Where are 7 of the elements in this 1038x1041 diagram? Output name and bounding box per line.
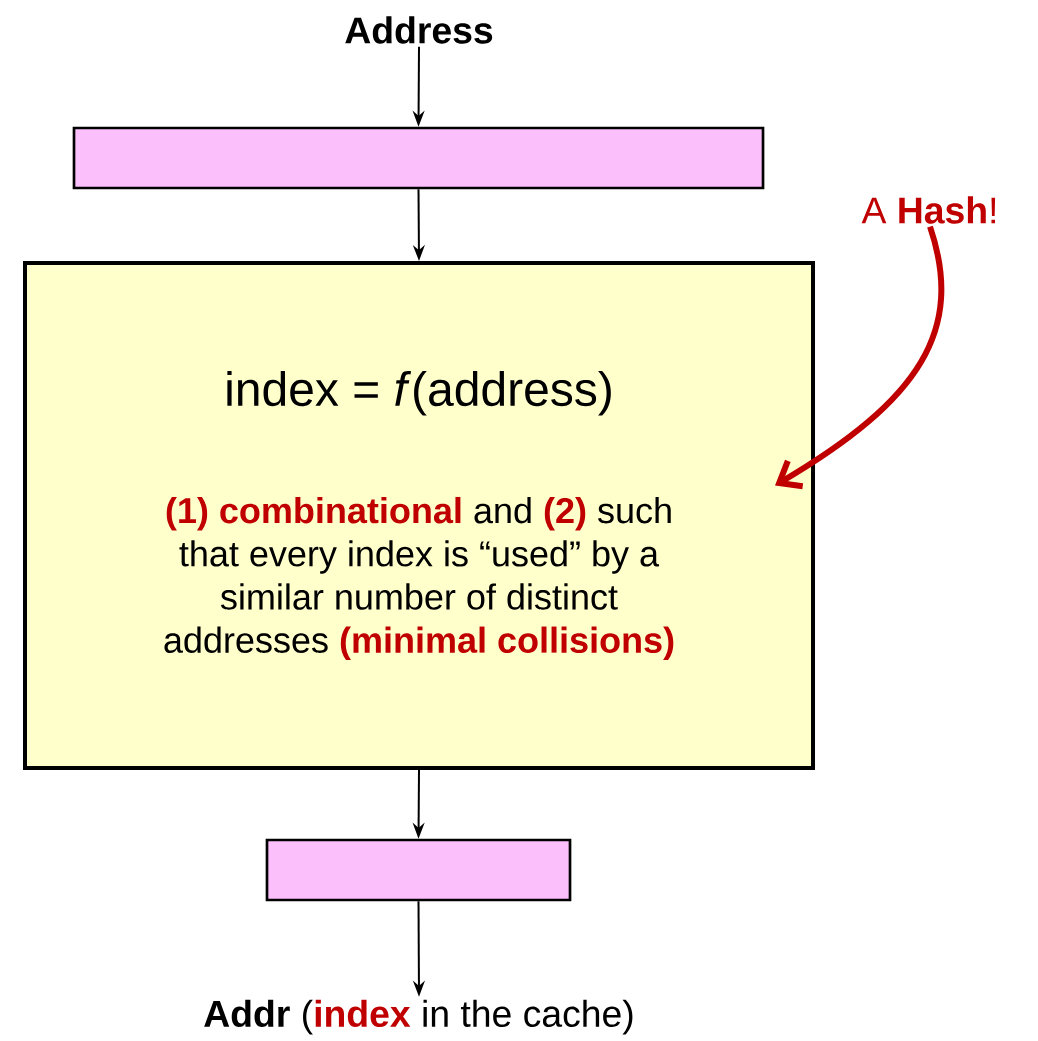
address-label: Address <box>345 16 493 44</box>
hash-function-box: index = f(address) (1) combinational and (2) such that every index is “used” by a similar number of distinct addresses (minimal collisions) <box>23 261 815 770</box>
register-bar <box>72 126 765 190</box>
hash-label: A Hash! <box>861 196 996 224</box>
curved-arrow <box>775 225 945 490</box>
address-label: Addr (index in the cache) <box>204 999 633 1035</box>
register-bar <box>265 838 572 902</box>
